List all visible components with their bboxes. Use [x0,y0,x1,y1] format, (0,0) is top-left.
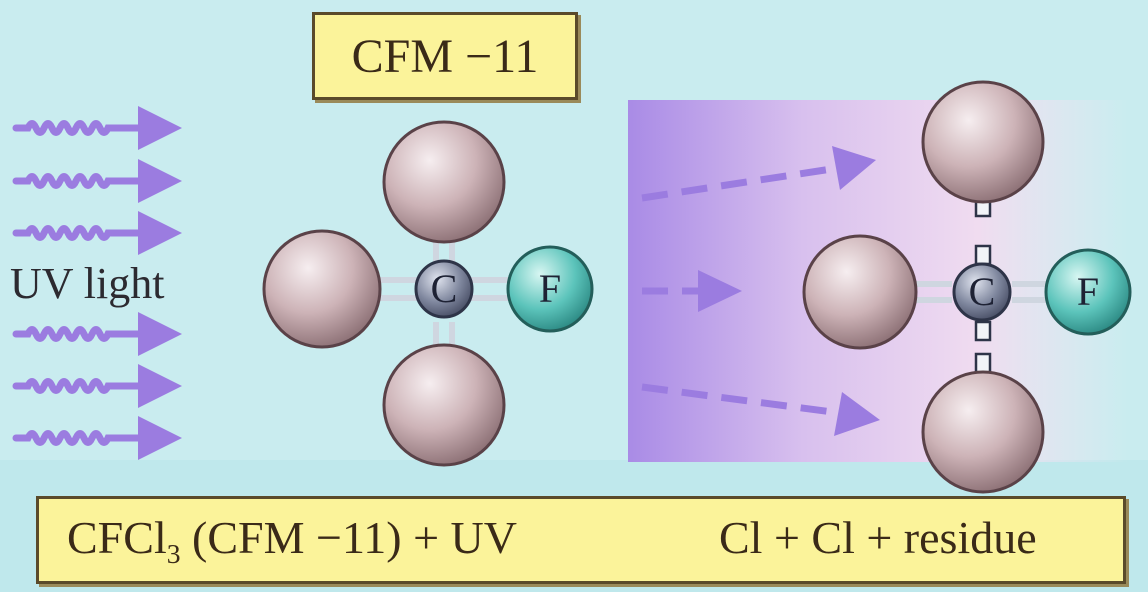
fluorine-atom [1044,248,1132,336]
carbon-atom-label: C [431,266,458,311]
fluorine-atom-label: F [539,266,561,311]
carbon-atom [952,262,1012,322]
carbon-atom-label: C [969,269,996,314]
carbon-atom [414,259,474,319]
dissociation-arrows [641,146,880,436]
uv-light-label: UV light [10,259,165,308]
dashed-arrow-icon [641,164,839,202]
chlorine-atom [802,234,918,350]
equation-formula: CFCl [67,512,167,563]
chlorine-atom [382,343,506,467]
equation-reactants: CFCl3 (CFM −11) + UV [67,511,517,570]
molecule-dissociated: C F [802,80,1132,494]
fluorine-atom-label: F [1077,269,1099,314]
bond-fragments [912,194,1048,376]
chlorine-atom-released [921,80,1045,204]
chlorine-atom-released [921,370,1045,494]
equation-label-box: CFCl3 (CFM −11) + UV Cl + Cl + residue [36,496,1126,584]
equation-products: Cl + Cl + residue [719,512,1037,563]
dashed-arrow-icon [641,383,841,417]
chlorine-atom [262,229,382,349]
molecule-cfcl3: C F [262,120,594,467]
title-text: CFM −11 [351,29,539,83]
equation-subscript: 3 [166,538,181,570]
title-label-box: CFM −11 [312,12,578,100]
fluorine-atom [506,245,594,333]
chlorine-atom [382,120,506,244]
equation-reactants-rest: (CFM −11) + UV [180,512,517,563]
